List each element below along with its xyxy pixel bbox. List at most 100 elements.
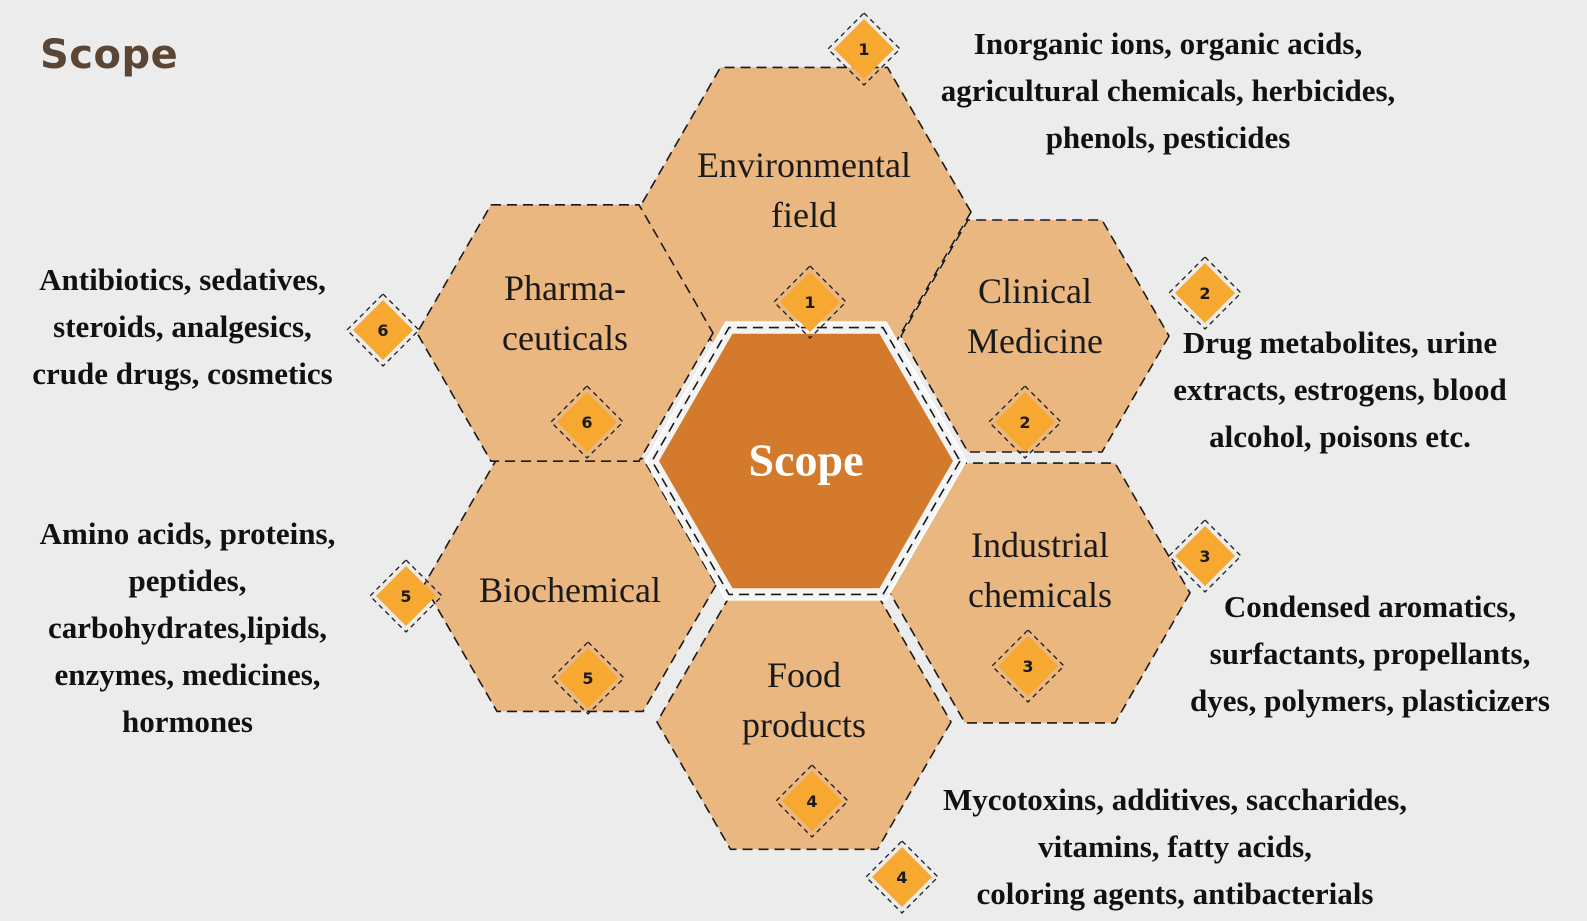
segment-5-description: Amino acids, proteins, peptides, carbohydr… — [15, 510, 360, 745]
segment-6-description-line: crude drugs, cosmetics — [32, 356, 333, 391]
segment-5-description-line: carbohydrates,lipids, — [47, 610, 328, 645]
badge-1-inner: 1 — [773, 265, 847, 339]
badge-2-inner: 2 — [988, 385, 1062, 459]
segment-5-description-line: peptides, — [128, 563, 247, 598]
segment-3-label: chemicals — [968, 575, 1112, 615]
center-hexagon — [659, 333, 953, 589]
segment-1-description: Inorganic ions, organic acids, agricultur… — [918, 20, 1418, 161]
segment-6-hexagon — [416, 204, 714, 463]
badge-1-outer-outline — [827, 12, 901, 86]
segment-1-description-line: agricultural chemicals, herbicides, — [940, 73, 1396, 108]
badge-2-outer: 2 — [1168, 256, 1242, 330]
segment-1-description-line: Inorganic ions, organic acids, — [973, 26, 1363, 61]
segment-3-description-line: dyes, polymers, plasticizers — [1190, 683, 1550, 718]
segment-5: Biochemical — [423, 457, 717, 713]
badge-3-outer-number: 3 — [1199, 547, 1210, 566]
badge-3-inner-outline — [991, 629, 1065, 703]
segment-2-description-line: alcohol, poisons etc. — [1209, 419, 1471, 454]
segment-5-description-line: enzymes, medicines, — [54, 657, 321, 692]
segment-4-description: Mycotoxins, additives, saccharides, vitam… — [915, 776, 1435, 917]
badge-2-outer-diamond — [1175, 263, 1235, 323]
badge-5-outer: 5 — [369, 559, 443, 633]
badge-3-outer-diamond — [1175, 526, 1235, 586]
segment-2-description: Drug metabolites, urine extracts, estroge… — [1150, 319, 1530, 460]
segment-3-description-line: Condensed aromatics, — [1223, 589, 1517, 624]
segment-4-label: Food — [767, 655, 841, 695]
segment-5-label: Biochemical — [479, 570, 661, 610]
badge-4-inner-diamond — [782, 771, 842, 831]
badge-3-inner-diamond — [998, 636, 1058, 696]
badge-5-inner: 5 — [551, 641, 625, 715]
badge-1-outer-diamond — [834, 19, 894, 79]
segment-1-label: Environmental — [697, 145, 911, 185]
badge-4-outer-outline — [865, 840, 939, 914]
segment-4-description-line: vitamins, fatty acids, — [1038, 829, 1312, 864]
segment-4-description-line: Mycotoxins, additives, saccharides, — [942, 782, 1408, 817]
badge-6-inner: 6 — [550, 385, 624, 459]
badge-4-inner-number: 4 — [806, 792, 817, 811]
badge-2-inner-outline — [988, 385, 1062, 459]
badge-3-outer: 3 — [1168, 519, 1242, 593]
badge-3-outer-outline — [1168, 519, 1242, 593]
badge-6-inner-number: 6 — [581, 413, 592, 432]
badge-6-outer-outline — [346, 293, 420, 367]
badge-2-inner-diamond — [995, 392, 1055, 452]
badge-1-inner-number: 1 — [804, 293, 815, 312]
segment-6-description: Antibiotics, sedatives, steroids, analges… — [10, 256, 355, 397]
badge-3-inner-number: 3 — [1022, 657, 1033, 676]
badge-2-outer-outline — [1168, 256, 1242, 330]
center-label: Scope — [749, 435, 864, 486]
badge-4-outer: 4 — [865, 840, 939, 914]
badge-5-inner-diamond — [558, 648, 618, 708]
badge-4-inner-outline — [775, 764, 849, 838]
segment-4-hexagon — [656, 593, 952, 851]
badge-1-inner-outline — [773, 265, 847, 339]
segment-4: Food products — [656, 593, 952, 851]
segment-3-label: Industrial — [971, 525, 1109, 565]
badge-6-outer-number: 6 — [377, 321, 388, 340]
segment-4-description-line: coloring agents, antibacterials — [976, 876, 1374, 911]
badge-1-outer: 1 — [827, 12, 901, 86]
segment-2-description-line: Drug metabolites, urine — [1182, 325, 1498, 360]
badge-6-outer: 6 — [346, 293, 420, 367]
badge-2-outer-number: 2 — [1199, 284, 1210, 303]
segment-5-description-line: hormones — [122, 704, 253, 739]
badge-5-outer-number: 5 — [400, 587, 411, 606]
segment-3: Industrial chemicals — [889, 462, 1191, 724]
badge-4-inner: 4 — [775, 764, 849, 838]
badge-5-outer-outline — [369, 559, 443, 633]
page-title: Scope — [40, 32, 179, 78]
badge-3-inner: 3 — [991, 629, 1065, 703]
segment-3-description: Condensed aromatics, surfactants, propell… — [1170, 583, 1570, 724]
segment-2-label: Medicine — [967, 321, 1103, 361]
badge-5-inner-outline — [551, 641, 625, 715]
segment-2-description-line: extracts, estrogens, blood — [1173, 372, 1507, 407]
segment-6-label: ceuticals — [502, 318, 628, 358]
segment-6-label: Pharma- — [504, 268, 626, 308]
segment-2-label: Clinical — [978, 271, 1092, 311]
segment-1: Environmental field — [636, 66, 972, 358]
badge-6-outer-diamond — [353, 300, 413, 360]
segment-1-description-line: phenols, pesticides — [1045, 120, 1291, 155]
center-hexagon-border — [651, 326, 961, 596]
segment-3-description-line: surfactants, propellants, — [1209, 636, 1531, 671]
segment-6-description-line: Antibiotics, sedatives, — [39, 262, 326, 297]
badge-6-inner-diamond — [557, 392, 617, 452]
badge-1-inner-diamond — [780, 272, 840, 332]
badge-4-outer-diamond — [872, 847, 932, 907]
segment-1-label: field — [771, 195, 837, 235]
badge-1-outer-number: 1 — [858, 40, 869, 59]
badge-6-inner-outline — [550, 385, 624, 459]
segment-6: Pharma-ceuticals — [416, 204, 714, 463]
badge-5-outer-diamond — [376, 566, 436, 626]
segment-6-description-line: steroids, analgesics, — [53, 309, 312, 344]
center-group: Scope — [644, 321, 968, 601]
badge-2-inner-number: 2 — [1019, 413, 1030, 432]
badge-4-outer-number: 4 — [896, 868, 907, 887]
segment-4-label: products — [742, 705, 866, 745]
segment-5-description-line: Amino acids, proteins, — [39, 516, 336, 551]
badge-5-inner-number: 5 — [582, 669, 593, 688]
